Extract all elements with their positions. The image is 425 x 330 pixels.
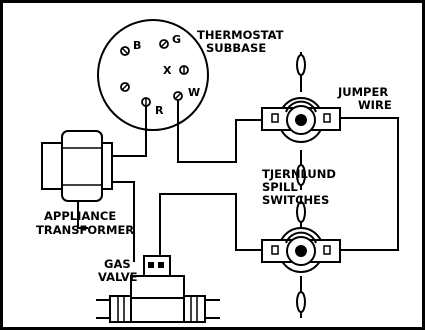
- terminal-screw-x: [179, 65, 189, 75]
- terminal-screw-b: [120, 46, 130, 56]
- terminal-label-g: G: [172, 33, 181, 46]
- transformer-label-line2: TRANSFORMER: [36, 223, 134, 237]
- spill-switches-label-line1: TJERNLUND: [262, 167, 336, 181]
- terminal-screw-o: [120, 82, 130, 92]
- terminal-label-x: X: [163, 64, 172, 77]
- wire-w-to-upper-switch: [177, 100, 268, 163]
- terminal-label-r: R: [155, 104, 164, 117]
- terminal-label-b: B: [133, 39, 141, 52]
- wire-r-to-transformer: [102, 106, 147, 157]
- spill-switches-label-line3: SWITCHES: [262, 193, 329, 207]
- gas-valve-label-line1: GAS: [104, 257, 131, 271]
- spill-switches-label-line2: SPILL: [262, 180, 298, 194]
- thermostat-subbase: B G X W R: [97, 19, 209, 131]
- jumper-wire: [334, 117, 399, 251]
- wiring: [77, 100, 399, 262]
- lower-spill-switch: [261, 196, 341, 318]
- upper-spill-switch: [261, 52, 341, 190]
- thermostat-subbase-circle: [97, 19, 209, 131]
- terminal-screw-g: [159, 39, 169, 49]
- thermostat-label-line1: THERMOSTAT: [197, 28, 284, 42]
- gas-valve: [96, 255, 220, 323]
- thermostat-label-line2: SUBBASE: [206, 41, 266, 55]
- terminal-screw-r: [141, 97, 151, 107]
- appliance-transformer: [41, 130, 113, 202]
- jumper-wire-label-line1: JUMPER: [337, 85, 388, 99]
- gas-valve-label-line2: VALVE: [98, 270, 138, 284]
- wire-lower-switch-to-valve: [159, 193, 268, 262]
- wire-transformer-stub: [77, 190, 88, 229]
- terminal-screw-w: [173, 91, 183, 101]
- jumper-wire-label-line2: WIRE: [358, 98, 392, 112]
- terminal-label-w: W: [188, 86, 200, 99]
- transformer-label-line1: APPLIANCE: [44, 209, 116, 223]
